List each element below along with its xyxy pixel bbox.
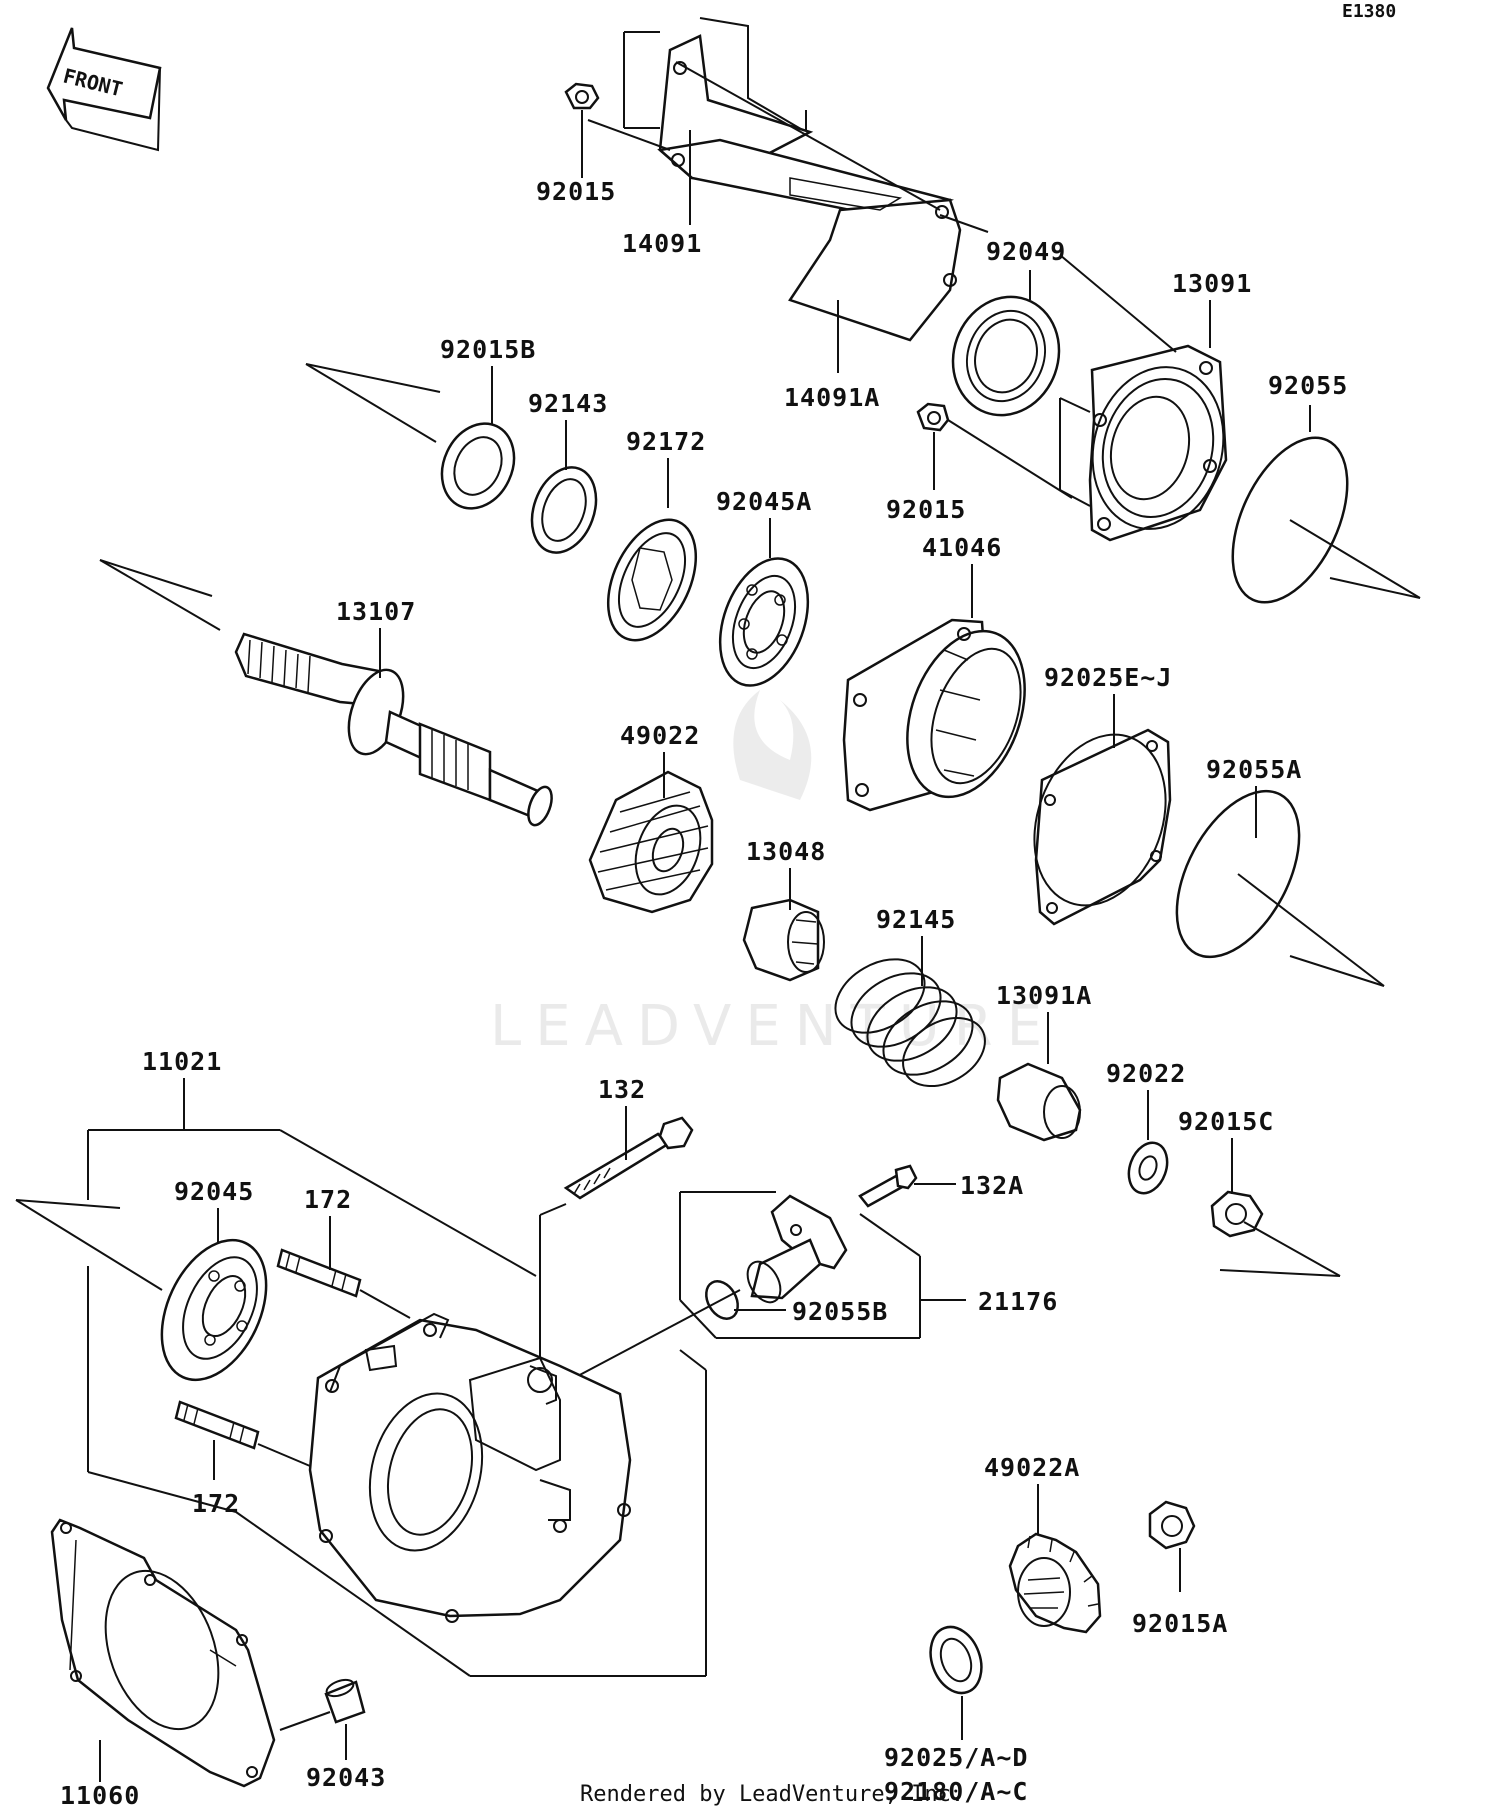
- label-92025EJ: 92025E~J: [1044, 663, 1172, 692]
- gasket-92025EJ: [1033, 728, 1172, 926]
- collar-13091A: [996, 1062, 1082, 1142]
- label-14091: 14091: [622, 229, 702, 258]
- label-92049: 92049: [986, 237, 1066, 266]
- stud-172-bottom: [174, 1400, 260, 1450]
- bolt-132A: [858, 1164, 918, 1208]
- label-11060: 11060: [60, 1781, 140, 1809]
- gear-case-11021: [308, 1312, 632, 1623]
- label-13091A: 13091A: [996, 981, 1092, 1010]
- housing-13091: [1088, 344, 1228, 542]
- gear-49022A: [1008, 1532, 1102, 1634]
- label-92015A: 92015A: [1132, 1609, 1228, 1638]
- gasket-11060: [50, 1518, 276, 1788]
- label-92015-top: 92015: [536, 177, 616, 206]
- label-92015-mid: 92015: [886, 495, 966, 524]
- label-92043: 92043: [306, 1763, 386, 1792]
- label-132A: 132A: [960, 1171, 1024, 1200]
- stud-172-top: [276, 1248, 362, 1298]
- label-41046: 41046: [922, 533, 1002, 562]
- bracket-14091: [657, 17, 962, 342]
- bolt-132: [563, 1116, 694, 1200]
- label-92022: 92022: [1106, 1059, 1186, 1088]
- seal-92049: [951, 295, 1061, 417]
- nut-92015-mid: [916, 402, 950, 432]
- label-49022A: 49022A: [984, 1453, 1080, 1482]
- label-172-bottom: 172: [192, 1489, 240, 1518]
- watermark: LEADVENTURE: [490, 690, 1056, 1059]
- label-13048: 13048: [746, 837, 826, 866]
- sensor-21176: [746, 1194, 848, 1304]
- label-92143: 92143: [528, 389, 608, 418]
- label-92045: 92045: [174, 1177, 254, 1206]
- label-92172: 92172: [626, 427, 706, 456]
- label-92180AC: 92180/A~C: [884, 1777, 1028, 1806]
- label-14091A: 14091A: [784, 383, 880, 412]
- plate-92172: [606, 518, 698, 642]
- collar-92143: [530, 466, 598, 554]
- label-172-top: 172: [304, 1185, 352, 1214]
- footer-credit: Rendered by LeadVenture, Inc.: [580, 1782, 964, 1807]
- nut-92015B: [440, 422, 516, 510]
- label-11021: 11021: [142, 1047, 222, 1076]
- label-92015C: 92015C: [1178, 1107, 1274, 1136]
- washer-92025: [929, 1625, 983, 1695]
- label-92055A: 92055A: [1206, 755, 1302, 784]
- label-49022: 49022: [620, 721, 700, 750]
- washer-92022: [1127, 1141, 1169, 1195]
- label-13091: 13091: [1172, 269, 1252, 298]
- nut-92015C: [1210, 1190, 1264, 1238]
- label-21176: 21176: [978, 1287, 1058, 1316]
- nut-92015-top: [564, 82, 600, 110]
- label-92015B: 92015B: [440, 335, 536, 364]
- label-92045A: 92045A: [716, 487, 812, 516]
- label-132: 132: [598, 1075, 646, 1104]
- housing-41046: [842, 618, 1026, 812]
- front-arrow: FRONT: [46, 27, 162, 152]
- label-13107: 13107: [336, 597, 416, 626]
- label-92055B: 92055B: [792, 1297, 888, 1326]
- gear-49022: [588, 770, 714, 914]
- shaft-13107: [234, 632, 553, 827]
- diagram-code: E1380: [1342, 1, 1396, 22]
- nut-92015A: [1148, 1500, 1196, 1550]
- bearing-92045: [160, 1238, 268, 1382]
- dowel-92043: [324, 1678, 366, 1724]
- coupler-13048: [742, 898, 825, 982]
- label-92055: 92055: [1268, 371, 1348, 400]
- label-92145: 92145: [876, 905, 956, 934]
- bearing-92045A: [718, 557, 810, 687]
- watermark-text: LEADVENTURE: [490, 994, 1056, 1059]
- label-92025AD: 92025/A~D: [884, 1743, 1028, 1772]
